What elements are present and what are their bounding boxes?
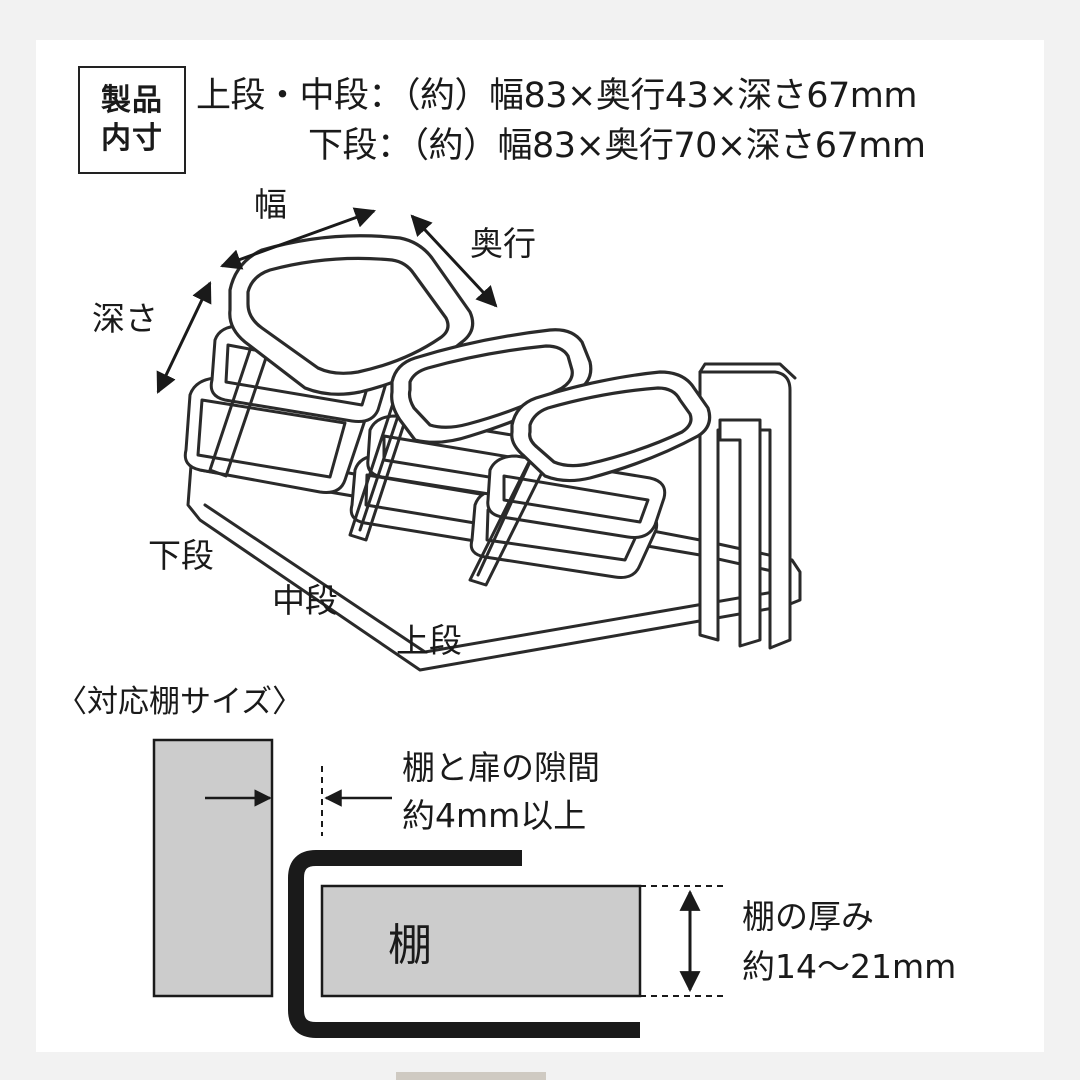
label-width: 幅 [254,185,287,224]
gap-value: 約4mm以上 [402,796,586,835]
door-panel [152,738,274,998]
label-middle-tier: 中段 [272,581,338,620]
rack-illustration [183,234,802,672]
label-height: 深さ [92,299,158,338]
label-depth: 奥行 [470,224,536,263]
thickness-title: 棚の厚み [742,897,874,936]
shelf-hook [698,362,797,650]
next-image-peek [396,1072,546,1080]
thickness-value: 約14～21mm [742,947,956,986]
bottom-strip [0,1058,1080,1080]
shelf-board [320,884,642,998]
gap-title: 棚と扉の隙間 [402,748,600,787]
spec-row-upper-middle: 上段・中段：（約）幅83×奥行43×深さ67mm [196,76,917,116]
spec-row-lower: 下段：（約）幅83×奥行70×深さ67mm [308,126,926,166]
width-arrow-icon [220,207,376,270]
dimension-arrows [156,207,498,394]
shelf-label: 棚 [388,920,432,971]
badge-line-2: 内寸 [101,121,163,156]
height-arrow-icon [156,281,212,394]
badge-line-1: 製品 [101,83,163,118]
shelf-section-title: 〈対応棚サイズ〉 [56,684,303,720]
label-upper-tier: 上段 [396,621,462,660]
depth-arrow-icon [410,214,498,308]
label-lower-tier: 下段 [148,536,214,575]
spec-badge: 製品 内寸 [78,66,186,174]
hook-bracket [288,850,640,1038]
